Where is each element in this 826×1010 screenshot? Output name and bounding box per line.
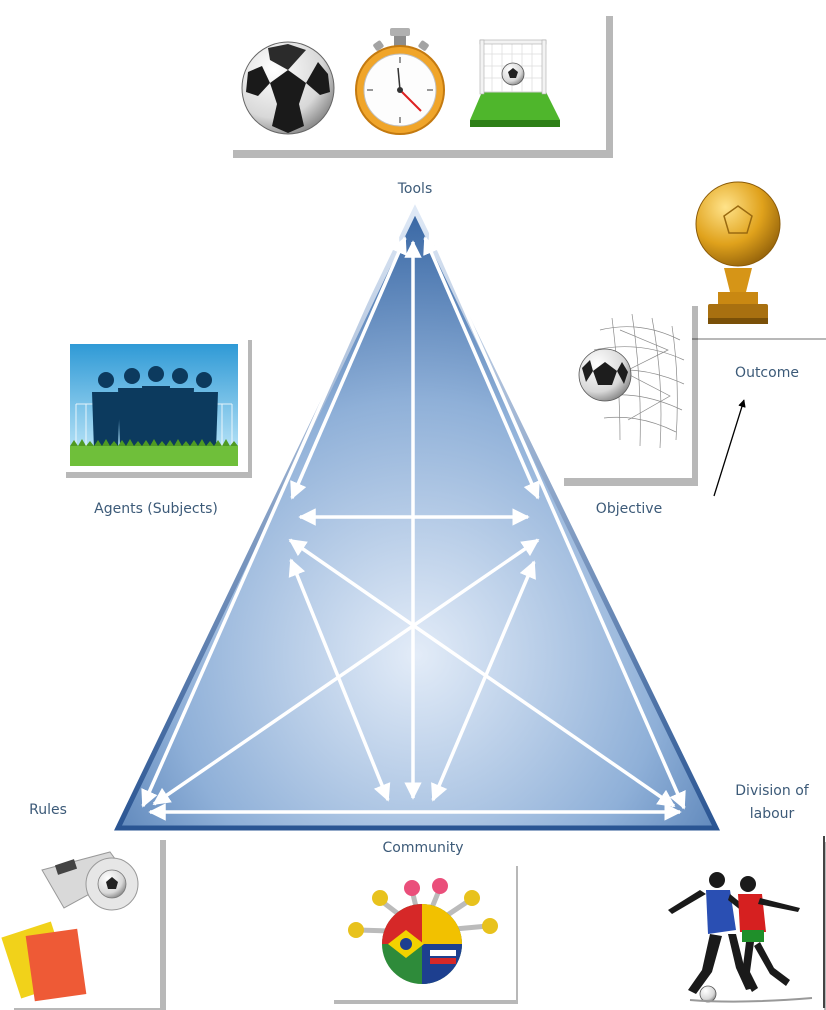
outcome-arrow [713, 399, 746, 497]
whistle-and-cards-icon [1, 851, 139, 1002]
division-card [664, 834, 826, 1010]
outcome-card [676, 162, 826, 340]
objective-card [558, 298, 698, 486]
label-division-line2: labour [750, 806, 795, 822]
flag-globe-icon [348, 878, 498, 984]
stopwatch-icon [355, 28, 445, 135]
community-card [328, 858, 518, 1004]
label-tools: Tools [397, 181, 433, 197]
team-silhouette-icon [70, 344, 238, 466]
rules-card [1, 832, 166, 1010]
label-outcome: Outcome [735, 365, 799, 381]
golden-trophy-icon [695, 181, 781, 324]
players-icon [668, 872, 813, 1003]
label-division-line1: Division of [735, 783, 809, 799]
goal-pitch-icon [470, 39, 560, 127]
arrow-subjects-community [288, 558, 391, 802]
relation-arrows [141, 228, 686, 821]
label-agents: Agents (Subjects) [94, 501, 218, 517]
soccer-ball-icon [241, 41, 335, 135]
label-objective: Objective [596, 501, 662, 517]
agents-card [60, 332, 252, 478]
tools-card [226, 8, 613, 158]
label-community: Community [382, 840, 463, 856]
ball-in-net-icon [578, 313, 685, 449]
label-rules: Rules [29, 802, 67, 818]
arrow-objective-community [431, 560, 536, 802]
